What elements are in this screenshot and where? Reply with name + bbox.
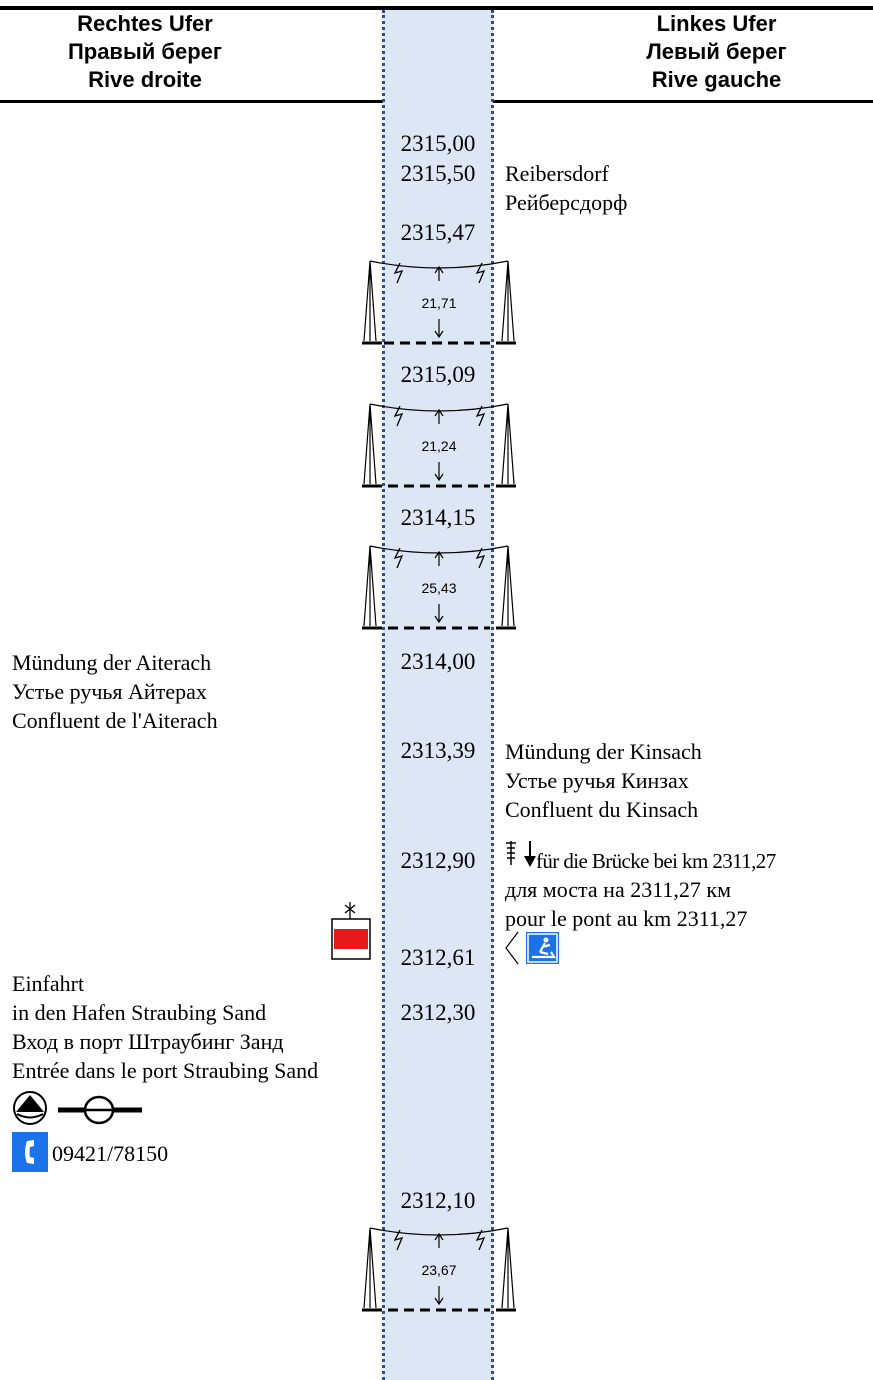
km-marker: 2312,30 bbox=[386, 999, 490, 1027]
header-left-bank-ru: Левый берег bbox=[646, 39, 787, 64]
aiterach-entry: Mündung der Aiterach Устье ручья Айтерах… bbox=[12, 649, 218, 736]
power-line-clearance: 21,71 bbox=[421, 295, 457, 311]
harbour-de-2: in den Hafen Straubing Sand bbox=[12, 1000, 267, 1025]
header-top-rule bbox=[0, 6, 873, 10]
km-marker: 2314,00 bbox=[386, 648, 490, 676]
harbour-berth-icon bbox=[13, 1091, 142, 1125]
header-right-bank-fr: Rive droite bbox=[88, 67, 202, 92]
km-marker: 2315,00 bbox=[386, 130, 490, 158]
header-left-bank-fr: Rive gauche bbox=[651, 67, 782, 92]
reibersdorf-de: Reibersdorf bbox=[505, 161, 609, 186]
harbour-fr: Entrée dans le port Straubing Sand bbox=[12, 1058, 319, 1083]
header-right-bank-de: Rechtes Ufer bbox=[77, 11, 213, 36]
overhead-power-line-drawing bbox=[362, 1227, 516, 1312]
bridge-note-de: für die Brücke bei km 2311,27 bbox=[536, 849, 776, 873]
km-column bbox=[383, 10, 493, 1380]
power-line-clearance: 21,24 bbox=[421, 438, 457, 454]
km-marker: 2312,61 bbox=[386, 944, 490, 972]
km-marker: 2312,90 bbox=[386, 847, 490, 875]
km-column-right-dotted-border bbox=[491, 10, 494, 1380]
harbour-entry: Einfahrt in den Hafen Straubing Sand Вхо… bbox=[12, 970, 318, 1086]
km-marker: 2312,10 bbox=[386, 1187, 490, 1215]
harbour-de-1: Einfahrt bbox=[12, 971, 85, 996]
km-marker: 2315,50 bbox=[386, 160, 490, 188]
kinsach-fr: Confluent du Kinsach bbox=[505, 797, 699, 822]
aiterach-fr: Confluent de l'Aiterach bbox=[12, 708, 218, 733]
overhead-power-line-icon: 25,43 bbox=[362, 538, 516, 633]
km-marker: 2313,39 bbox=[386, 737, 490, 765]
reibersdorf-ru: Рейберсдорф bbox=[505, 190, 628, 215]
harbour-phone: 09421/78150 bbox=[52, 1141, 169, 1166]
overhead-power-line-drawing bbox=[362, 545, 516, 630]
header-left-bank-de: Linkes Ufer bbox=[656, 11, 777, 36]
km-marker: 2315,09 bbox=[386, 361, 490, 389]
overhead-power-line-icon: 23,67 bbox=[362, 1220, 516, 1315]
km-marker: 2314,15 bbox=[386, 504, 490, 532]
power-line-clearance: 23,67 bbox=[421, 1262, 457, 1278]
overhead-power-line-drawing bbox=[362, 403, 516, 488]
bridge-note-ru-fr: для моста на 2311,27 км pour le pont au … bbox=[505, 876, 747, 934]
aiterach-ru: Устье ручья Айтерах bbox=[12, 679, 207, 704]
header-left-bank: Linkes Ufer Левый берег Rive gauche bbox=[560, 10, 873, 94]
header-right-bank-ru: Правый берег bbox=[67, 39, 223, 64]
km-marker: 2315,47 bbox=[386, 219, 490, 247]
bridge-note-ru: для моста на 2311,27 км bbox=[505, 877, 732, 902]
bridge-note-fr: pour le pont au km 2311,27 bbox=[505, 906, 748, 931]
telephone-icon bbox=[12, 1132, 48, 1172]
km-column-left-dotted-border bbox=[382, 10, 385, 1380]
aiterach-de: Mündung der Aiterach bbox=[12, 650, 212, 675]
header-right-bank: Rechtes Ufer Правый берег Rive droite bbox=[0, 10, 290, 94]
overhead-power-line-drawing bbox=[362, 260, 516, 345]
kinsach-entry: Mündung der Kinsach Устье ручья Кинзах C… bbox=[505, 738, 702, 825]
harbour-entrance-signal-icon bbox=[331, 902, 371, 960]
reibersdorf-entry: Reibersdorf Рейберсдорф bbox=[505, 160, 627, 218]
kinsach-ru: Устье ручья Кинзах bbox=[505, 768, 689, 793]
kinsach-de: Mündung der Kinsach bbox=[505, 739, 702, 764]
height-limit-icon bbox=[506, 841, 536, 867]
overhead-power-line-icon: 21,71 bbox=[362, 253, 516, 348]
water-skiing-area-sign-icon bbox=[505, 931, 559, 965]
harbour-ru: Вход в порт Штраубинг Занд bbox=[12, 1029, 284, 1054]
power-line-clearance: 25,43 bbox=[421, 580, 457, 596]
overhead-power-line-icon: 21,24 bbox=[362, 396, 516, 491]
